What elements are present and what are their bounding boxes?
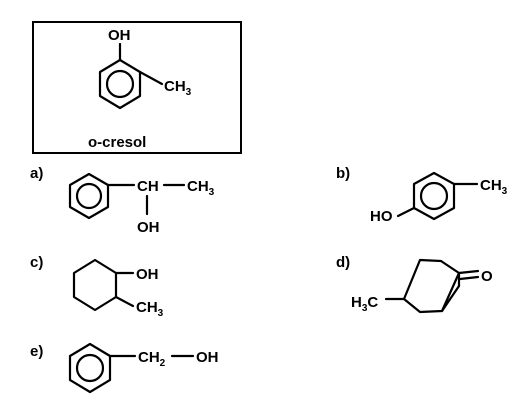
- option-b-ch3-label: CH3: [480, 177, 508, 197]
- o-cresol-ch3-bond: [138, 70, 164, 86]
- option-e-oh-label: OH: [196, 349, 219, 366]
- option-b-ho-label: HO: [370, 208, 393, 225]
- o-cresol-name: o-cresol: [88, 134, 146, 151]
- option-d-letter: d): [336, 254, 350, 271]
- option-b-oh-bond: [396, 206, 416, 218]
- reference-box: [32, 21, 242, 154]
- o-cresol-oh-label: OH: [108, 27, 131, 44]
- option-a-aromatic-circle: [75, 182, 103, 210]
- option-e-ch2-label: CH2: [138, 349, 166, 369]
- option-d-ring-edge-b: [440, 284, 461, 313]
- option-a: a) CH CH3 OH: [30, 165, 215, 236]
- option-a-ch-label: CH: [137, 178, 159, 195]
- option-b-letter: b): [336, 165, 350, 182]
- option-c-letter: c): [30, 254, 43, 271]
- option-c-ch3-bond: [114, 295, 135, 308]
- option-b-aromatic-circle: [419, 181, 449, 211]
- option-c-ch3-label: CH3: [136, 299, 164, 319]
- option-c: c) OH CH3: [30, 254, 164, 319]
- option-d-carbonyl-bond-1: [457, 269, 480, 275]
- option-e-aromatic-circle: [75, 353, 105, 383]
- option-e: e) CH2 OH: [30, 342, 219, 394]
- option-d-cyclohexane-ring: [402, 258, 461, 314]
- option-a-oh-label: OH: [137, 219, 160, 236]
- option-d-o-label: O: [481, 268, 493, 285]
- option-a-benzene-ring: [68, 172, 110, 220]
- option-a-letter: a): [30, 165, 43, 182]
- option-d: d) O H3C: [336, 254, 493, 314]
- reference-structure: OH CH3 o-cresol: [32, 21, 242, 154]
- option-e-letter: e): [30, 343, 43, 360]
- o-cresol-aromatic-circle: [105, 69, 135, 99]
- option-a-ch3-label: CH3: [187, 178, 215, 198]
- option-c-cyclohexane-ring: [72, 258, 118, 312]
- option-d-carbonyl-bond-2: [458, 275, 480, 281]
- option-d-h3c-label: H3C: [351, 294, 378, 314]
- option-c-oh-label: OH: [136, 266, 159, 283]
- o-cresol-ch3-label: CH3: [164, 78, 192, 98]
- option-b: b) CH3 HO: [336, 165, 508, 225]
